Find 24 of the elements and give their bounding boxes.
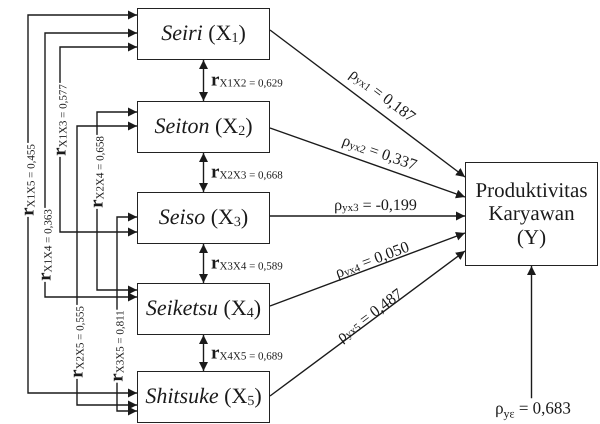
arrow <box>270 127 466 198</box>
arrow <box>270 250 466 397</box>
variable-label: Seiri (X$_{1}$) <box>161 21 246 47</box>
double-arrow <box>199 244 208 283</box>
arrow <box>527 266 536 398</box>
variable-label: Produktivitas Karyawan (Y) <box>475 179 588 249</box>
variable-box <box>465 162 598 266</box>
arrow <box>270 29 466 178</box>
variable-label: Shitsuke (X$_{5}$) <box>145 384 262 410</box>
variable-box <box>137 8 270 60</box>
double-arrow <box>199 153 208 192</box>
variable-box <box>137 283 270 335</box>
variable-box <box>137 192 270 244</box>
double-arrow <box>199 335 208 371</box>
edge-label: ρ$_{yx3}$ = -0,199 <box>333 198 418 214</box>
variable-label: Seiso (X$_{3}$) <box>158 205 248 231</box>
variable-box <box>137 101 270 153</box>
variable-label: Seiketsu (X$_{4}$) <box>146 296 262 322</box>
coefficient-label: ρ$_{yε}$ = 0,683 <box>495 398 571 422</box>
arrow <box>270 212 465 220</box>
variable-label: Seiton (X$_{2}$) <box>154 114 253 140</box>
variable-box <box>137 371 270 423</box>
double-arrow <box>199 60 208 101</box>
arrow <box>270 232 466 307</box>
